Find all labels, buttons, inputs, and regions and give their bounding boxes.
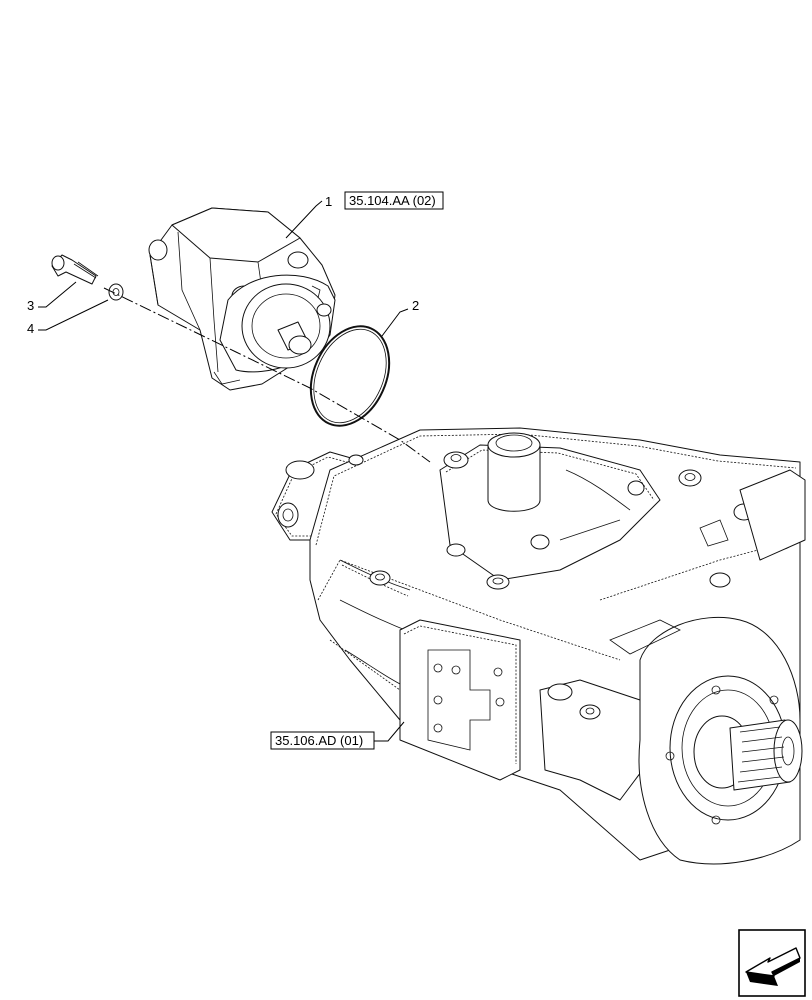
callout-label-2: 2 (412, 298, 419, 313)
main-pump-ref-label[interactable]: 35.106.AD (01) (275, 733, 363, 748)
reference-box-gear-pump[interactable]: 35.104.AA (02) (344, 191, 444, 210)
callout-4: 4 (27, 299, 109, 336)
arrow-icon[interactable] (738, 929, 806, 997)
main-hydraulic-pump (271, 427, 806, 865)
callout-label-4: 4 (27, 321, 34, 336)
bolt-head (443, 451, 469, 469)
gear-pump-ref-label[interactable]: 35.104.AA (02) (349, 193, 436, 208)
callout-3: 3 (27, 281, 77, 313)
callout-label-1: 1 (325, 194, 332, 209)
callout-2: 2 (381, 298, 419, 337)
reference-box-main-pump[interactable]: 35.106.AD (01) (270, 721, 405, 750)
o-ring (309, 325, 391, 427)
callout-1: 1 (285, 194, 332, 239)
drive-flange (638, 616, 801, 865)
splined-shaft (729, 719, 803, 791)
washer (108, 283, 124, 301)
cap-screw (51, 254, 99, 285)
assembly-axis (103, 287, 431, 463)
callout-label-3: 3 (27, 298, 34, 313)
gear-pump (148, 207, 336, 391)
